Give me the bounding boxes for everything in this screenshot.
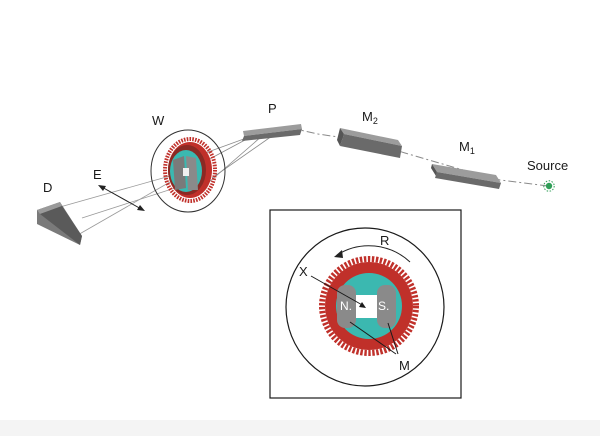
d-label: D — [43, 180, 52, 195]
inset-panel: R N. S. X M — [269, 209, 462, 399]
inset-m-label: M — [399, 358, 410, 373]
detector-d — [37, 202, 82, 245]
source-label: Source — [527, 158, 568, 173]
inset-s-label: S. — [378, 299, 389, 313]
source-point — [543, 180, 555, 192]
inset-magnet-s — [377, 285, 396, 328]
mirror-p — [242, 124, 302, 141]
beam-w-to-d — [59, 175, 176, 237]
x-pointer-line — [310, 275, 365, 307]
inset-r-label: R — [380, 233, 389, 248]
inset-gear-teeth — [319, 256, 419, 356]
w-label: W — [152, 113, 165, 128]
inset-magnet-n — [337, 285, 356, 328]
m-pointer-line-1 — [349, 321, 397, 355]
inset-x-label: X — [299, 264, 308, 279]
inset-center-gap — [356, 295, 377, 318]
mirror-m2 — [337, 128, 402, 158]
m-pointer-line-2 — [387, 322, 399, 355]
p-label: P — [268, 101, 277, 116]
inset-n-label: N. — [340, 299, 352, 313]
wheel-w — [150, 129, 226, 213]
mirror-m1 — [431, 164, 501, 189]
bottom-band — [0, 420, 600, 436]
e-arrow — [98, 185, 145, 211]
m2-label: M2 — [362, 109, 378, 126]
m1-label: M1 — [459, 139, 475, 156]
beam-path — [299, 129, 549, 187]
e-label: E — [93, 167, 102, 182]
